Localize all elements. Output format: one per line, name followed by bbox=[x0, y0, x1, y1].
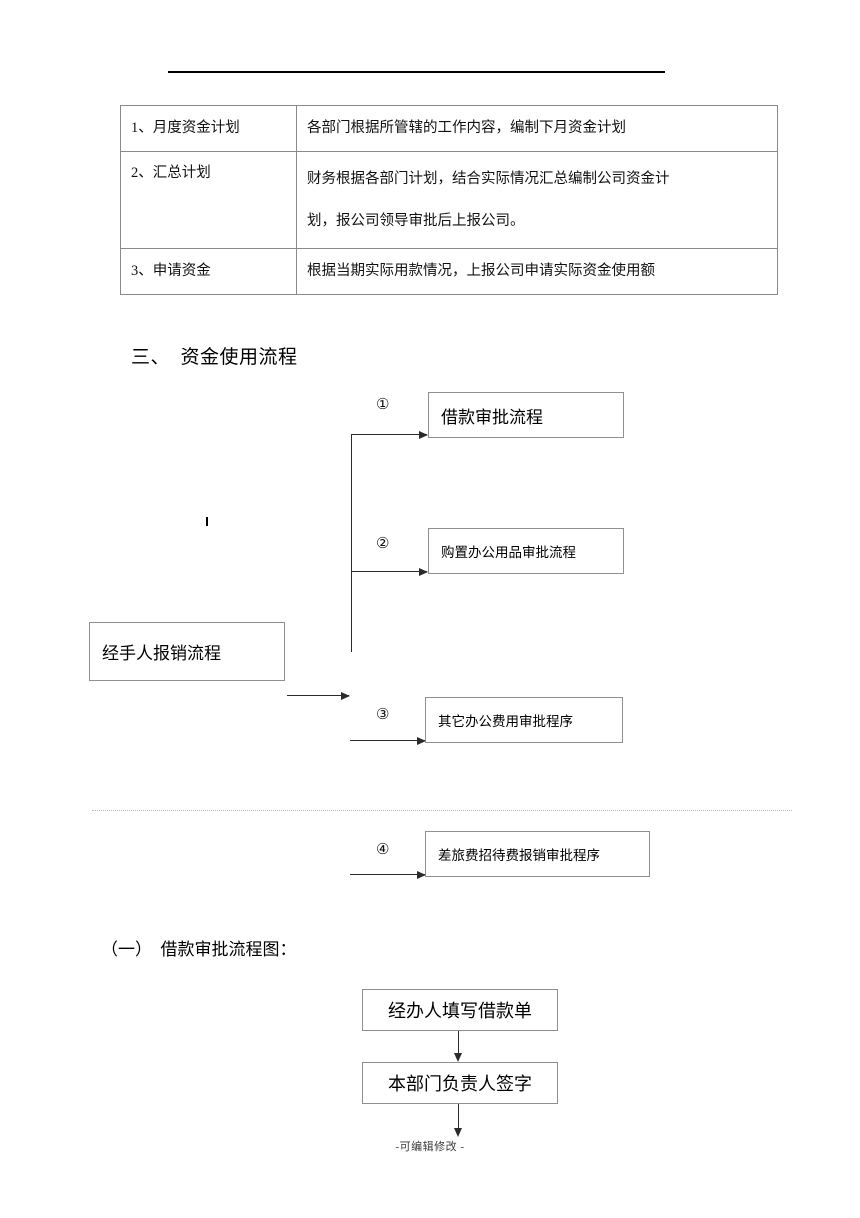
page-footer-note: -可编辑修改 - bbox=[395, 1141, 465, 1153]
table-row: 1、月度资金计划 各部门根据所管辖的工作内容，编制下月资金计划 bbox=[120, 105, 778, 152]
description-line-1: 财务根据各部门计划，结合实际情况汇总编制公司资金计 bbox=[307, 170, 670, 187]
flow-box-origin-label: 经手人报销流程 bbox=[102, 644, 221, 663]
section-heading-three: 三、 资金使用流程 bbox=[131, 347, 298, 368]
flow-box-branch-4: 差旅费招待费报销审批程序 bbox=[425, 831, 650, 877]
approval-flow-arrow-1 bbox=[453, 1031, 462, 1062]
branch-marker-3: ③ bbox=[376, 707, 390, 723]
flow-trunk-vertical-line bbox=[351, 434, 352, 652]
flow-arrow-to-branch-4 bbox=[350, 870, 426, 879]
description-line-2: 划，报公司领导审批后上报公司。 bbox=[307, 213, 525, 229]
table-row: 3、申请资金 根据当期实际用款情况，上报公司申请实际资金使用额 bbox=[120, 248, 778, 295]
flow-box-branch-2-label: 购置办公用品审批流程 bbox=[441, 545, 576, 560]
table-cell-description: 根据当期实际用款情况，上报公司申请实际资金使用额 bbox=[296, 248, 778, 295]
table-cell-label: 2、汇总计划 bbox=[120, 151, 297, 249]
flow-arrow-from-origin bbox=[287, 691, 350, 700]
top-horizontal-rule bbox=[168, 71, 665, 73]
table-row: 2、汇总计划 财务根据各部门计划，结合实际情况汇总编制公司资金计 划，报公司领导… bbox=[120, 151, 778, 249]
flow-arrow-to-branch-1 bbox=[351, 430, 428, 439]
approval-step-box-1: 经办人填写借款单 bbox=[362, 989, 558, 1031]
stray-caret-artifact bbox=[206, 517, 208, 526]
table-cell-label: 1、月度资金计划 bbox=[120, 105, 297, 152]
flow-box-branch-1-label: 借款审批流程 bbox=[441, 407, 543, 427]
flow-box-branch-1: 借款审批流程 bbox=[428, 392, 624, 438]
branch-marker-4: ④ bbox=[376, 842, 390, 858]
flow-box-branch-2: 购置办公用品审批流程 bbox=[428, 528, 624, 574]
approval-flow-arrow-2 bbox=[453, 1104, 462, 1137]
branch-marker-2: ② bbox=[376, 536, 390, 552]
table-cell-description: 财务根据各部门计划，结合实际情况汇总编制公司资金计 划，报公司领导审批后上报公司… bbox=[296, 151, 778, 249]
approval-step-box-2-label: 本部门负责人签字 bbox=[388, 1074, 532, 1094]
flow-arrow-to-branch-2 bbox=[351, 567, 428, 576]
page-break-dotted-rule bbox=[92, 810, 792, 811]
table-cell-label: 3、申请资金 bbox=[120, 248, 297, 295]
flow-box-branch-3-label: 其它办公费用审批程序 bbox=[438, 714, 573, 729]
table-cell-description: 各部门根据所管辖的工作内容，编制下月资金计划 bbox=[296, 105, 778, 152]
subsection-heading-one: （一） 借款审批流程图： bbox=[101, 940, 297, 959]
approval-step-box-1-label: 经办人填写借款单 bbox=[388, 1001, 532, 1021]
flow-box-branch-3: 其它办公费用审批程序 bbox=[425, 697, 623, 743]
branch-marker-1: ① bbox=[376, 397, 390, 413]
flow-box-branch-4-label: 差旅费招待费报销审批程序 bbox=[438, 848, 600, 863]
funding-plan-table: 1、月度资金计划 各部门根据所管辖的工作内容，编制下月资金计划 2、汇总计划 财… bbox=[120, 105, 778, 295]
flow-arrow-to-branch-3 bbox=[350, 736, 426, 745]
flow-box-origin: 经手人报销流程 bbox=[89, 622, 285, 681]
approval-step-box-2: 本部门负责人签字 bbox=[362, 1062, 558, 1104]
